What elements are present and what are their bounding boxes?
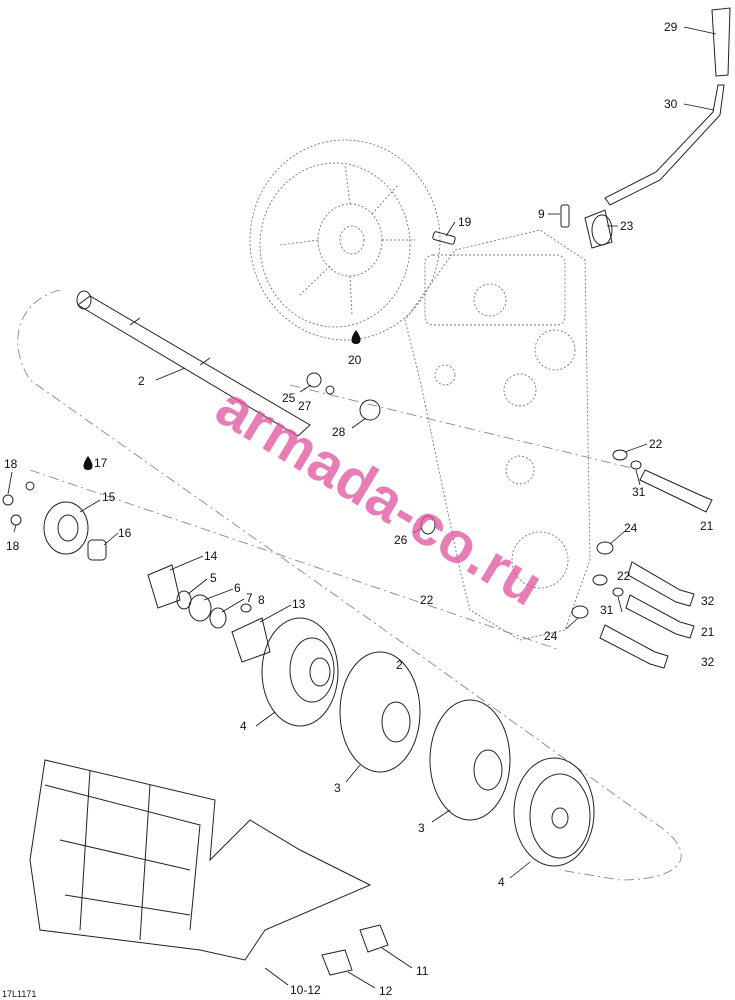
- callout-10-12: 10-12: [290, 983, 321, 997]
- callout-26: 26: [394, 533, 408, 547]
- shaft-2: [76, 290, 311, 437]
- callout-31-a: 31: [632, 485, 646, 499]
- washer-31a: [630, 460, 642, 470]
- gasket-14: [147, 564, 181, 609]
- callout-2-lower: 2: [396, 658, 403, 672]
- o-ring-8: [240, 603, 252, 613]
- callout-4-b: 4: [498, 875, 505, 889]
- nut-25: [306, 372, 322, 388]
- callout-20: 20: [348, 353, 362, 367]
- bolt-head-18: [25, 481, 35, 491]
- driven-pulley-ghost: [249, 139, 441, 341]
- bolt-32a: [627, 561, 695, 607]
- cover-13: [231, 617, 271, 663]
- callout-11: 11: [416, 964, 429, 978]
- callout-32-b: 32: [701, 655, 715, 669]
- callout-24-a: 24: [624, 521, 638, 535]
- axis-centerline: [29, 469, 561, 651]
- callout-24-b: 24: [544, 629, 558, 643]
- callout-17: 17: [94, 456, 108, 470]
- callout-7: 7: [246, 591, 253, 605]
- sleeve-23: [584, 209, 613, 249]
- callout-14: 14: [204, 549, 218, 563]
- callout-4-a: 4: [240, 719, 247, 733]
- washer-24a: [596, 541, 614, 555]
- callout-32-a: 32: [701, 594, 715, 608]
- sprocket-3b: [429, 699, 511, 821]
- chaincase-ghost: [404, 229, 591, 641]
- sprocket-3a: [339, 651, 421, 773]
- bearing-16: [87, 539, 107, 561]
- bolt-21a: [639, 469, 713, 513]
- callout-5: 5: [210, 571, 217, 585]
- callout-15: 15: [102, 490, 116, 504]
- callout-labels: 29 30 9 23 19 20 2 25 27 28 22 31 21 17 …: [4, 20, 715, 998]
- leader-lines: [7, 26, 717, 989]
- callout-25: 25: [282, 391, 296, 405]
- callout-3-b: 3: [418, 821, 425, 835]
- callout-13: 13: [292, 597, 306, 611]
- flange-15: [43, 501, 89, 555]
- washer-22a: [612, 449, 628, 461]
- callout-19: 19: [458, 215, 472, 229]
- wheel-4b: [513, 757, 595, 867]
- callout-30: 30: [664, 97, 678, 111]
- oil-drop-17: [83, 456, 93, 470]
- bolt-21b: [625, 594, 695, 639]
- callout-9: 9: [538, 207, 545, 221]
- track-10-12: [29, 759, 372, 961]
- axis-centerline-upper: [289, 384, 641, 471]
- wheel-4a: [261, 617, 339, 727]
- callout-21-a: 21: [700, 519, 714, 533]
- callout-18-a: 18: [4, 457, 18, 471]
- clip-11: [359, 924, 389, 953]
- lever-handle: [604, 7, 731, 206]
- callout-29: 29: [664, 20, 678, 34]
- washer-27: [325, 385, 335, 395]
- callout-28: 28: [332, 425, 346, 439]
- callout-12: 12: [379, 984, 393, 998]
- seal-7: [209, 607, 227, 629]
- key-19: [432, 231, 456, 245]
- bolt-32b: [599, 624, 669, 669]
- callout-22-c: 22: [617, 569, 631, 583]
- callout-31-b: 31: [600, 603, 614, 617]
- washer-24b: [571, 605, 589, 619]
- callout-6: 6: [234, 581, 241, 595]
- callout-23: 23: [620, 219, 634, 233]
- callout-8: 8: [258, 593, 265, 607]
- nut-18a: [2, 494, 14, 506]
- bearing-6: [188, 594, 212, 622]
- callout-27: 27: [298, 399, 312, 413]
- sprocket-28: [359, 399, 381, 421]
- callout-16: 16: [118, 526, 132, 540]
- callout-2-upper: 2: [138, 374, 145, 388]
- oil-drop-20: [351, 330, 361, 344]
- drive-chain-outline: [17, 289, 682, 881]
- callout-22-b: 22: [420, 593, 434, 607]
- callout-18-b: 18: [6, 539, 20, 553]
- nut-18b: [10, 514, 22, 526]
- washer-26: [420, 515, 436, 535]
- callout-22-a: 22: [649, 437, 663, 451]
- pin-9: [560, 204, 570, 228]
- washer-22b: [592, 574, 608, 586]
- clip-12: [321, 949, 353, 976]
- callout-21-b: 21: [701, 625, 715, 639]
- callout-3-a: 3: [334, 781, 341, 795]
- washer-31b: [612, 587, 624, 597]
- drawing-code: 17L1171: [2, 989, 36, 999]
